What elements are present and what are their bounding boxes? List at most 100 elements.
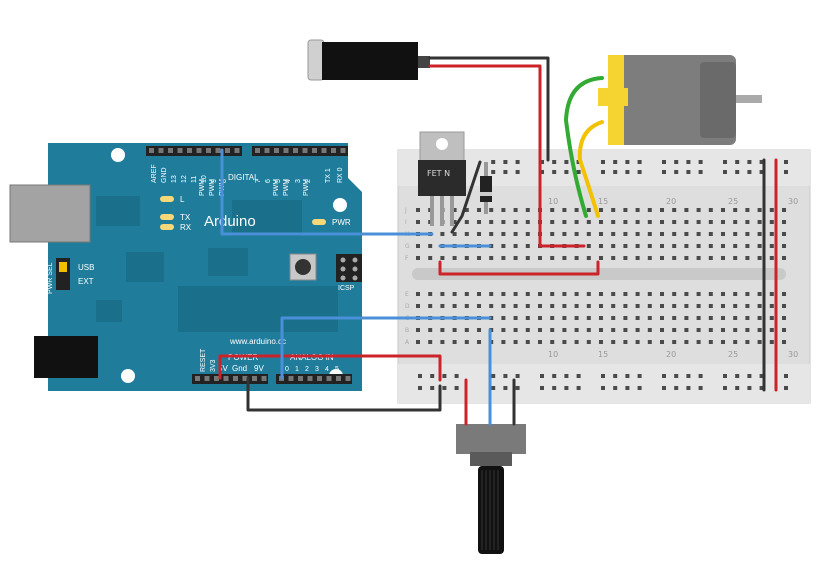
breadboard-hole[interactable] (599, 232, 603, 236)
rail-hole[interactable] (674, 170, 679, 174)
breadboard-hole[interactable] (428, 244, 433, 248)
breadboard-hole[interactable] (501, 292, 506, 296)
breadboard-hole[interactable] (769, 340, 774, 344)
rail-hole[interactable] (784, 170, 788, 174)
rail-hole[interactable] (564, 160, 569, 164)
breadboard-hole[interactable] (672, 316, 677, 320)
breadboard-hole[interactable] (635, 244, 640, 248)
breadboard-hole[interactable] (501, 232, 506, 236)
breadboard-hole[interactable] (757, 304, 762, 308)
breadboard-hole[interactable] (733, 244, 738, 248)
breadboard-hole[interactable] (440, 340, 445, 344)
rail-hole[interactable] (637, 160, 642, 164)
rail-hole[interactable] (662, 170, 666, 174)
breadboard-hole[interactable] (696, 256, 701, 260)
header-pin[interactable] (331, 148, 336, 153)
header-pin[interactable] (195, 376, 200, 381)
breadboard-hole[interactable] (501, 328, 506, 332)
breadboard-hole[interactable] (513, 256, 518, 260)
breadboard-hole[interactable] (611, 316, 616, 320)
breadboard-hole[interactable] (489, 232, 494, 236)
breadboard-hole[interactable] (586, 328, 591, 332)
rail-hole[interactable] (662, 160, 666, 164)
breadboard-hole[interactable] (538, 256, 542, 260)
header-pin[interactable] (288, 376, 294, 381)
breadboard-hole[interactable] (452, 220, 457, 224)
header-pin[interactable] (206, 148, 211, 153)
breadboard-hole[interactable] (757, 292, 762, 296)
breadboard-hole[interactable] (513, 304, 518, 308)
rail-hole[interactable] (698, 160, 703, 164)
rail-hole[interactable] (540, 374, 544, 378)
rail-hole[interactable] (723, 386, 727, 390)
breadboard-hole[interactable] (586, 340, 591, 344)
breadboard-hole[interactable] (477, 340, 481, 344)
rail-hole[interactable] (662, 386, 666, 390)
breadboard-hole[interactable] (635, 208, 640, 212)
rail-hole[interactable] (723, 374, 727, 378)
rail-hole[interactable] (686, 170, 691, 174)
rail-hole[interactable] (637, 170, 642, 174)
breadboard-hole[interactable] (623, 304, 628, 308)
breadboard-hole[interactable] (611, 292, 616, 296)
breadboard-hole[interactable] (452, 256, 457, 260)
breadboard-hole[interactable] (769, 220, 774, 224)
breadboard-hole[interactable] (525, 304, 530, 308)
breadboard-hole[interactable] (782, 340, 786, 344)
breadboard-hole[interactable] (696, 316, 701, 320)
breadboard-hole[interactable] (782, 316, 786, 320)
breadboard-hole[interactable] (574, 328, 579, 332)
breadboard-hole[interactable] (660, 316, 664, 320)
breadboard-hole[interactable] (525, 316, 530, 320)
breadboard-hole[interactable] (769, 292, 774, 296)
breadboard-hole[interactable] (586, 208, 591, 212)
rail-hole[interactable] (613, 160, 618, 164)
breadboard-hole[interactable] (611, 340, 616, 344)
breadboard-hole[interactable] (660, 292, 664, 296)
rail-hole[interactable] (613, 374, 618, 378)
breadboard-hole[interactable] (769, 232, 774, 236)
breadboard-hole[interactable] (623, 220, 628, 224)
breadboard-hole[interactable] (757, 340, 762, 344)
breadboard-hole[interactable] (599, 292, 603, 296)
header-pin[interactable] (242, 376, 248, 381)
breadboard-hole[interactable] (757, 232, 762, 236)
breadboard-hole[interactable] (635, 232, 640, 236)
header-pin[interactable] (336, 376, 341, 381)
breadboard-hole[interactable] (745, 304, 750, 308)
breadboard-hole[interactable] (477, 256, 481, 260)
header-pin[interactable] (302, 148, 308, 153)
breadboard-hole[interactable] (647, 316, 652, 320)
breadboard-hole[interactable] (538, 340, 542, 344)
breadboard-hole[interactable] (477, 208, 481, 212)
breadboard-hole[interactable] (538, 292, 542, 296)
breadboard-hole[interactable] (574, 304, 579, 308)
rail-hole[interactable] (491, 386, 496, 390)
breadboard-hole[interactable] (452, 328, 457, 332)
header-pin[interactable] (261, 376, 267, 381)
breadboard-hole[interactable] (550, 220, 555, 224)
rail-hole[interactable] (784, 386, 788, 390)
breadboard-hole[interactable] (452, 304, 457, 308)
breadboard-hole[interactable] (708, 328, 713, 332)
header-pin[interactable] (283, 148, 289, 153)
breadboard-hole[interactable] (721, 208, 725, 212)
rail-hole[interactable] (784, 160, 788, 164)
breadboard-hole[interactable] (721, 256, 725, 260)
breadboard-hole[interactable] (440, 292, 445, 296)
breadboard-hole[interactable] (635, 292, 640, 296)
rail-hole[interactable] (418, 386, 422, 390)
breadboard-hole[interactable] (599, 208, 603, 212)
breadboard-hole[interactable] (684, 208, 689, 212)
rail-hole[interactable] (662, 374, 666, 378)
breadboard-hole[interactable] (428, 304, 433, 308)
breadboard-hole[interactable] (525, 256, 530, 260)
breadboard-hole[interactable] (452, 208, 457, 212)
breadboard-hole[interactable] (708, 244, 713, 248)
breadboard-hole[interactable] (501, 304, 506, 308)
header-pin[interactable] (317, 376, 322, 381)
breadboard-hole[interactable] (623, 232, 628, 236)
breadboard-hole[interactable] (672, 292, 677, 296)
breadboard-hole[interactable] (660, 232, 664, 236)
breadboard-hole[interactable] (721, 220, 725, 224)
